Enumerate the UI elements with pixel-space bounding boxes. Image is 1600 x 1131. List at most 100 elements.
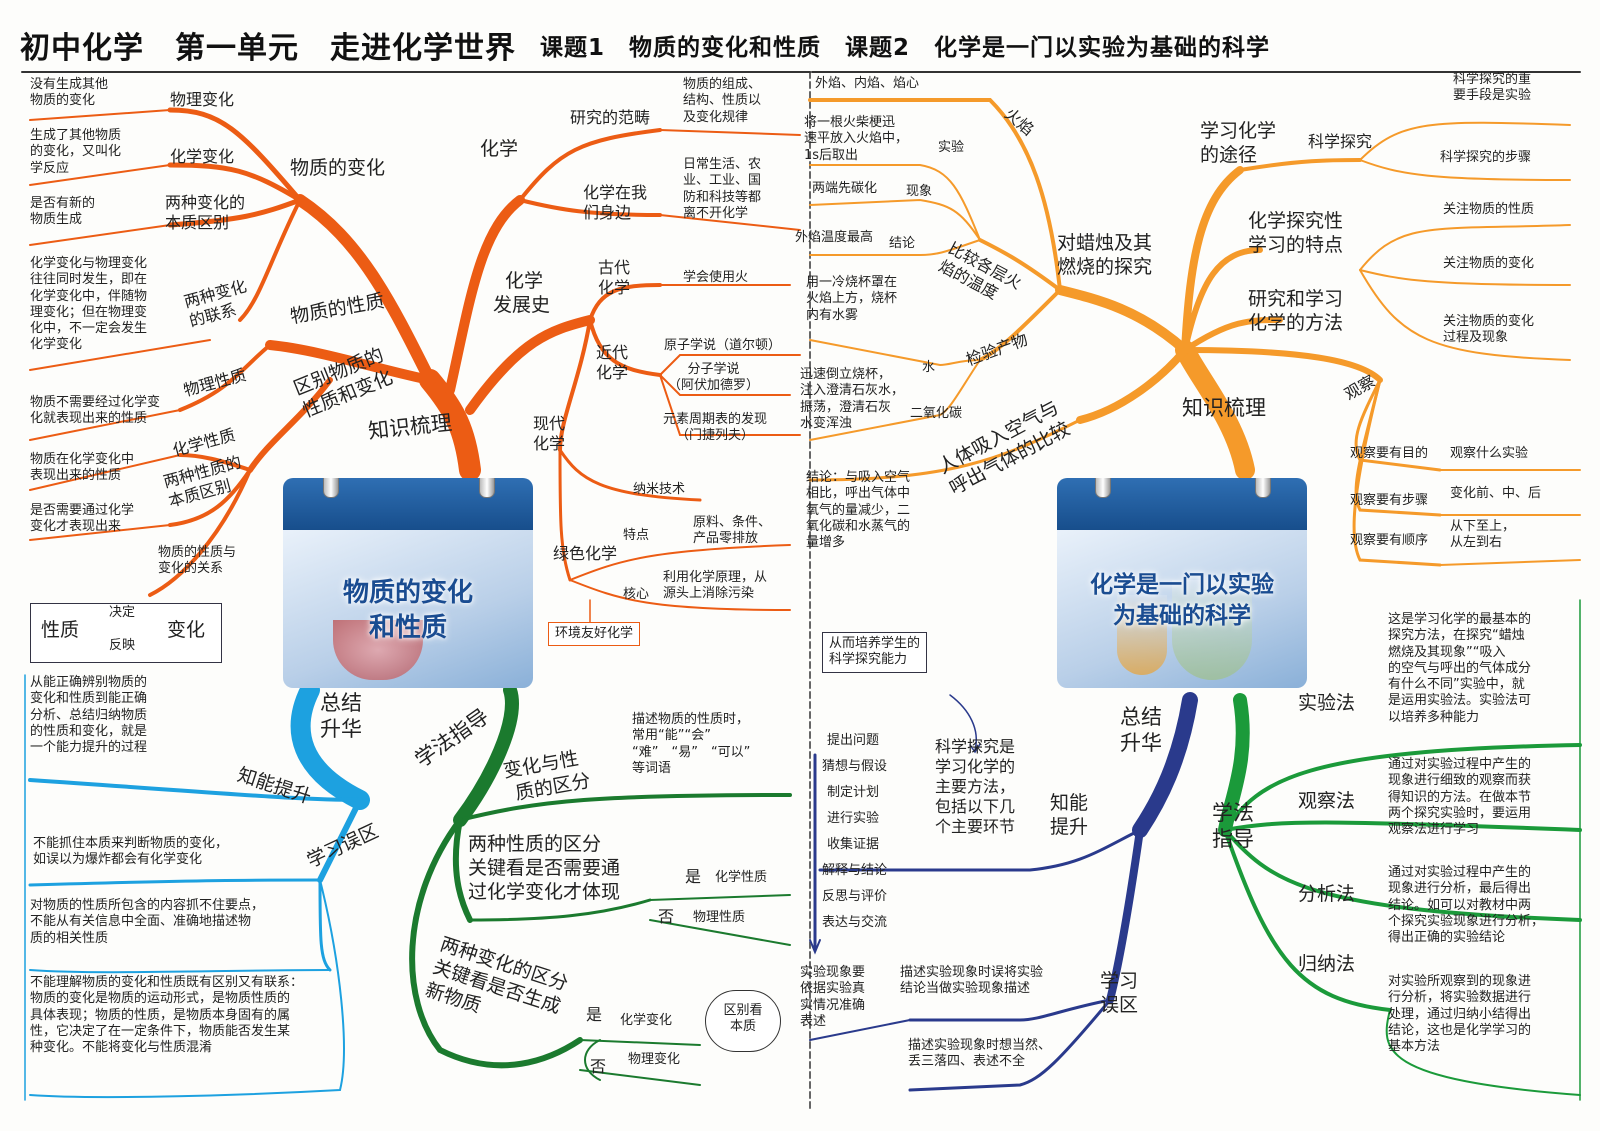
inquiry-steps-list: 提出问题 猜想与假设 制定计划 进行实验 收集证据 解释与结论 反思与评价 表达…	[822, 728, 887, 936]
ring-icon	[1095, 478, 1111, 498]
card-right-image	[1057, 530, 1307, 688]
desc-accurate-record: 实验现象要依据实验真实情况准确表述	[800, 965, 866, 1029]
label-changes-no: 否	[590, 1057, 607, 1076]
label-history: 化学发展史	[493, 270, 551, 316]
card-right-title: 化学是一门以实验 为基础的科学	[1090, 572, 1274, 630]
box-cultivate: 从而培养学生的科学探究能力	[822, 632, 928, 673]
label-two-properties: 两种性质的区分关键看是否需要通过化学变化才体现	[468, 833, 621, 903]
desc-physical-change: 没有生成其他物质的变化	[30, 77, 109, 109]
label-near-modern: 近代化学	[596, 343, 629, 382]
desc-conclusion: 外焰温度最高	[795, 230, 874, 245]
card-left: 物质的变化 和性质	[283, 478, 533, 688]
flask-icon	[333, 620, 423, 680]
label-research-scope: 研究的范畴	[570, 108, 651, 127]
label-study-ways: 学习化学的途径	[1200, 120, 1277, 166]
desc-property-essence: 是否需要通过化学变化才表现出来	[30, 503, 135, 535]
label-chemistry-around: 化学在我们身边	[583, 183, 648, 222]
step-item: 进行实验	[827, 811, 880, 826]
branch-change	[294, 194, 436, 386]
label-phenomenon: 现象	[906, 184, 933, 199]
topic1-title: 课题1 物质的变化和性质	[540, 35, 822, 61]
relation-box: 性质 决定 反映 变化	[30, 603, 222, 663]
desc-chemistry-around: 日常生活、农业、工业、国防和科技等都离不开化学	[683, 157, 762, 221]
desc-green-core: 利用化学原理，从源头上消除污染	[663, 570, 768, 602]
method-observation: 观察法	[1298, 790, 1356, 812]
branch-left-trunk	[419, 369, 481, 481]
step-item: 制定计划	[827, 785, 880, 800]
method-induction: 归纳法	[1298, 953, 1356, 975]
card-right-header	[1057, 478, 1307, 530]
desc-chemical-property: 物质在化学变化中表现出来的性质	[30, 452, 135, 484]
main-title: 初中化学 第一单元 走进化学世界	[20, 31, 516, 66]
right-method-label: 学法指导	[1212, 801, 1254, 852]
label-study-methods: 研究和学习化学的方法	[1248, 288, 1344, 334]
branch-history	[465, 315, 595, 415]
mistake-right-1: 描述实验现象时误将实验结论当做实验现象描述	[900, 965, 1044, 997]
observe-2b: 变化前、中、后	[1450, 486, 1542, 501]
item-nano: 纳米技术	[633, 482, 686, 497]
relation-determine: 决定	[109, 605, 136, 620]
card-left-header	[283, 478, 533, 530]
branch-right-trunk	[1175, 340, 1255, 480]
step-item: 表达与交流	[822, 915, 888, 930]
observe-3b: 从下至上，从左到右	[1450, 519, 1516, 551]
observe-3a: 观察要有顺序	[1350, 533, 1429, 548]
desc-props-yes: 化学性质	[715, 870, 768, 885]
desc-left-ability: 从能正确辨别物质的变化和性质到能正确分析、总结归纳物质的性质和变化，就是一个能力…	[30, 675, 148, 755]
desc-method-observation: 通过对实验过程中产生的现象进行细致的观察而获得知识的方法。在做本节两个探究实验时…	[1388, 757, 1532, 837]
relation-change: 变化	[167, 619, 206, 641]
desc-distinguish-words: 描述物质的性质时，常用“能”“会”“难” “易” “可以”等词语	[632, 712, 751, 776]
label-property-change-relation: 物质的性质与变化的关系	[158, 545, 237, 577]
left-summary-label: 总结升华	[320, 691, 362, 742]
mistake-right-2: 描述实验现象时想当然、丢三落四、表述不全	[908, 1038, 1052, 1070]
label-green-core: 核心	[623, 587, 650, 602]
title-bar: 初中化学 第一单元 走进化学世界 课题1 物质的变化和性质 课题2 化学是一门以…	[20, 20, 1270, 70]
desc-method-induction: 对实验所观察到的现象进行分析，将实验数据进行处理，通过归纳小结得出结论，这也是化…	[1388, 974, 1532, 1054]
mistake-3: 不能理解物质的变化和性质既有区别又有联系：物质的变化是物质的运动形式，是物质性质…	[30, 975, 304, 1055]
desc-physical-property: 物质不需要经过化学变化就表现出来的性质	[30, 395, 161, 427]
method-experiment: 实验法	[1298, 692, 1356, 714]
label-water: 水	[922, 360, 936, 375]
step-item: 提出问题	[827, 733, 880, 748]
desc-change-essence: 是否有新的物质生成	[30, 196, 96, 228]
desc-ancient: 学会使用火	[683, 270, 749, 285]
desc-change-link: 化学变化与物理变化往往同时发生，即在化学变化中，伴随物理变化；但在物理变化中，不…	[30, 256, 148, 353]
branch-method-right	[1218, 693, 1250, 837]
branch-chemistry	[445, 195, 525, 395]
label-modern: 现代化学	[533, 414, 566, 453]
ring-icon	[323, 478, 339, 498]
beaker-icon	[1117, 595, 1167, 675]
method-analysis: 分析法	[1298, 883, 1356, 905]
desc-green-feature: 原料、条件、产品零排放	[693, 515, 772, 547]
label-co2: 二氧化碳	[910, 406, 963, 421]
desc-props-no: 物理性质	[693, 910, 746, 925]
card-left-title: 物质的变化 和性质	[342, 578, 473, 644]
item-molecular-theory: 分子学说（阿伏加德罗）	[668, 362, 760, 394]
label-change-essence: 两种变化的本质区别	[165, 193, 246, 232]
desc-flame: 外焰、内焰、焰心	[815, 76, 920, 91]
label-green-feature: 特点	[623, 528, 650, 543]
item-atomic-theory: 原子学说（道尔顿）	[664, 338, 782, 353]
label-chemical-change: 化学变化	[170, 147, 235, 166]
desc-water: 用一冷烧杯罩在火焰上方，烧杯内有水雾	[806, 275, 898, 323]
right-knowledge-label: 知识梳理	[1182, 396, 1266, 420]
desc-inquiry-method: 科学探究是学习化学的主要方法，包括以下几个主要环节	[935, 737, 1016, 836]
feature-3: 关注物质的变化过程及现象	[1443, 314, 1535, 346]
label-chemistry: 化学	[480, 138, 519, 160]
desc-changes-no: 物理变化	[628, 1052, 681, 1067]
essence-burst: 区别看本质	[705, 990, 781, 1052]
ring-icon	[479, 478, 495, 498]
label-props-yes: 是	[685, 867, 702, 886]
desc-experiment: 将一根火柴梗迅速平放入火焰中，1s后取出	[804, 115, 909, 163]
desc-method-analysis: 通过对实验过程中产生的现象进行分析，最后得出结论。如可以对教材中两个探究实验现象…	[1388, 865, 1545, 945]
feature-1: 关注物质的性质	[1443, 202, 1535, 217]
label-science-inquiry: 科学探究	[1308, 132, 1373, 151]
ring-icon	[1255, 478, 1271, 498]
label-material-change: 物质的变化	[290, 157, 386, 179]
card-right: 化学是一门以实验 为基础的科学	[1057, 478, 1307, 688]
relation-reflect: 反映	[109, 638, 136, 653]
step-item: 解释与结论	[822, 863, 888, 878]
desc-changes-yes: 化学变化	[620, 1013, 673, 1028]
topic2-title: 课题2 化学是一门以实验为基础的科学	[845, 35, 1271, 61]
